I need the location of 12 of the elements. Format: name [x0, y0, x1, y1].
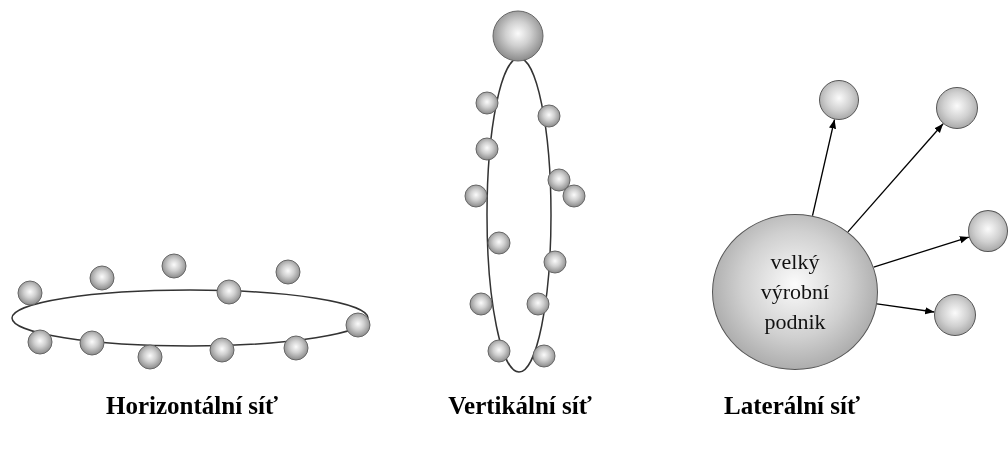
arrow [873, 236, 970, 268]
network-node-circle [819, 80, 859, 120]
node-label: velký výrobní podnik [759, 248, 831, 336]
arrow [811, 118, 837, 217]
network-title: Laterální síť [724, 392, 860, 420]
network-title: Vertikální síť [448, 392, 592, 420]
network-node-circle [968, 210, 1008, 252]
network-node-circle [936, 87, 978, 129]
arrow [876, 303, 935, 315]
network-title: Horizontální síť [105, 392, 279, 420]
network-node-circle [934, 294, 976, 336]
arrow [847, 123, 944, 233]
